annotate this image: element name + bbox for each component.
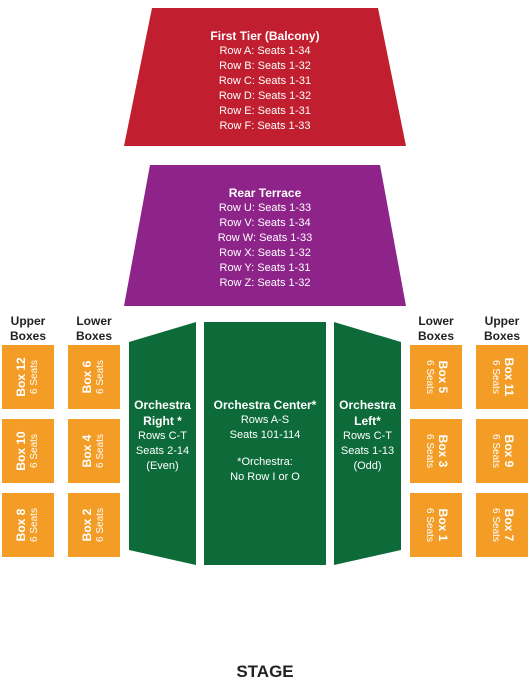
box-seats: 6 Seats — [490, 434, 501, 468]
box-name: Box 12 — [14, 357, 28, 397]
box-seats: 6 Seats — [424, 360, 435, 394]
balcony-text: First Tier (Balcony) Row A: Seats 1-34 R… — [124, 28, 406, 134]
box-seats: 6 Seats — [490, 360, 501, 394]
orchestra-left-detail: Seats 1-13 — [340, 445, 395, 457]
right-upper-boxes-header: Upper Boxes — [483, 314, 521, 343]
orchestra-right-detail: (Even) — [146, 460, 179, 472]
orchestra-right-title: Right * — [143, 414, 182, 428]
orchestra-right-title: Orchestra — [134, 398, 191, 412]
rear-terrace-row: Row X: Seats 1-32 — [219, 247, 311, 259]
orchestra-right-shape — [129, 322, 196, 565]
right-lower-boxes-header: Lower Boxes — [417, 314, 455, 343]
box-name: Box 9 — [502, 434, 516, 468]
orchestra-center-title: Orchestra Center* — [213, 398, 317, 412]
rear-terrace-row: Row V: Seats 1-34 — [219, 217, 311, 229]
rear-terrace-row: Row U: Seats 1-33 — [218, 202, 312, 214]
balcony-row: Row A: Seats 1-34 — [219, 45, 311, 57]
box-seats: 6 Seats — [95, 360, 106, 394]
orchestra-left-text: Orchestra Left* Rows C-T Seats 1-13 (Odd… — [334, 397, 401, 474]
rear-terrace-text: Rear Terrace Row U: Seats 1-33 Row V: Se… — [124, 185, 406, 291]
box-name: Box 7 — [502, 508, 516, 542]
orchestra-left-title: Orchestra — [339, 398, 396, 412]
orchestra-left-shape — [334, 322, 401, 565]
box-seats: 6 Seats — [424, 434, 435, 468]
orchestra-left-detail: (Odd) — [353, 460, 382, 472]
box-seats: 6 Seats — [29, 434, 40, 468]
orchestra-right-detail: Rows C-T — [138, 430, 187, 442]
box-seats: 6 Seats — [424, 508, 435, 542]
rear-terrace-section[interactable]: Rear Terrace Row U: Seats 1-33 Row V: Se… — [0, 0, 530, 310]
orchestra-note: No Row I or O — [230, 471, 300, 483]
orchestra-center-text: Orchestra Center* Rows A-S Seats 101-114… — [204, 397, 326, 485]
box-seats: 6 Seats — [95, 434, 106, 468]
box-seats: 6 Seats — [29, 360, 40, 394]
box-name: Box 1 — [436, 508, 450, 542]
left-lower-boxes-header: Lower Boxes — [75, 314, 113, 343]
balcony-shape — [124, 8, 406, 146]
balcony-row: Row F: Seats 1-33 — [219, 120, 311, 132]
orchestra-left-section[interactable]: Orchestra Left* Rows C-T Seats 1-13 (Odd… — [0, 0, 530, 570]
rear-terrace-row: Row W: Seats 1-33 — [217, 232, 313, 244]
orchestra-right-text: Orchestra Right * Rows C-T Seats 2-14 (E… — [129, 397, 196, 474]
orchestra-right-detail: Seats 2-14 — [135, 445, 190, 457]
rear-terrace-row: Row Y: Seats 1-31 — [219, 262, 311, 274]
balcony-row: Row E: Seats 1-31 — [219, 105, 311, 117]
balcony-title: First Tier (Balcony) — [210, 29, 320, 43]
orchestra-center-detail: Rows A-S — [240, 414, 290, 426]
orchestra-left-title: Left* — [354, 414, 381, 428]
rear-terrace-row: Row Z: Seats 1-32 — [219, 277, 311, 289]
stage-label: STAGE — [236, 662, 294, 681]
box-seats: 6 Seats — [29, 508, 40, 542]
box-name: Box 3 — [436, 434, 450, 468]
box-name: Box 6 — [80, 360, 94, 394]
balcony-row: Row B: Seats 1-32 — [219, 60, 311, 72]
box-name: Box 10 — [14, 431, 28, 471]
balcony-row: Row C: Seats 1-31 — [218, 75, 312, 87]
orchestra-right-section[interactable]: Orchestra Right * Rows C-T Seats 2-14 (E… — [0, 0, 530, 570]
orchestra-left-detail: Rows C-T — [343, 430, 392, 442]
box-name: Box 8 — [14, 508, 28, 542]
orchestra-center-detail: Seats 101-114 — [229, 429, 301, 441]
orchestra-center-section[interactable]: Orchestra Center* Rows A-S Seats 101-114… — [204, 322, 326, 565]
box-name: Box 5 — [436, 360, 450, 394]
rear-terrace-title: Rear Terrace — [228, 186, 302, 200]
box-seats: 6 Seats — [490, 508, 501, 542]
balcony-row: Row D: Seats 1-32 — [218, 90, 312, 102]
box-name: Box 11 — [502, 357, 516, 397]
orchestra-note: *Orchestra: — [237, 456, 293, 468]
left-upper-boxes-header: Upper Boxes — [9, 314, 47, 343]
rear-terrace-shape — [124, 165, 406, 306]
box-name: Box 4 — [80, 434, 94, 468]
box-seats: 6 Seats — [95, 508, 106, 542]
box-name: Box 2 — [80, 508, 94, 542]
balcony-section[interactable]: First Tier (Balcony) Row A: Seats 1-34 R… — [0, 0, 530, 150]
